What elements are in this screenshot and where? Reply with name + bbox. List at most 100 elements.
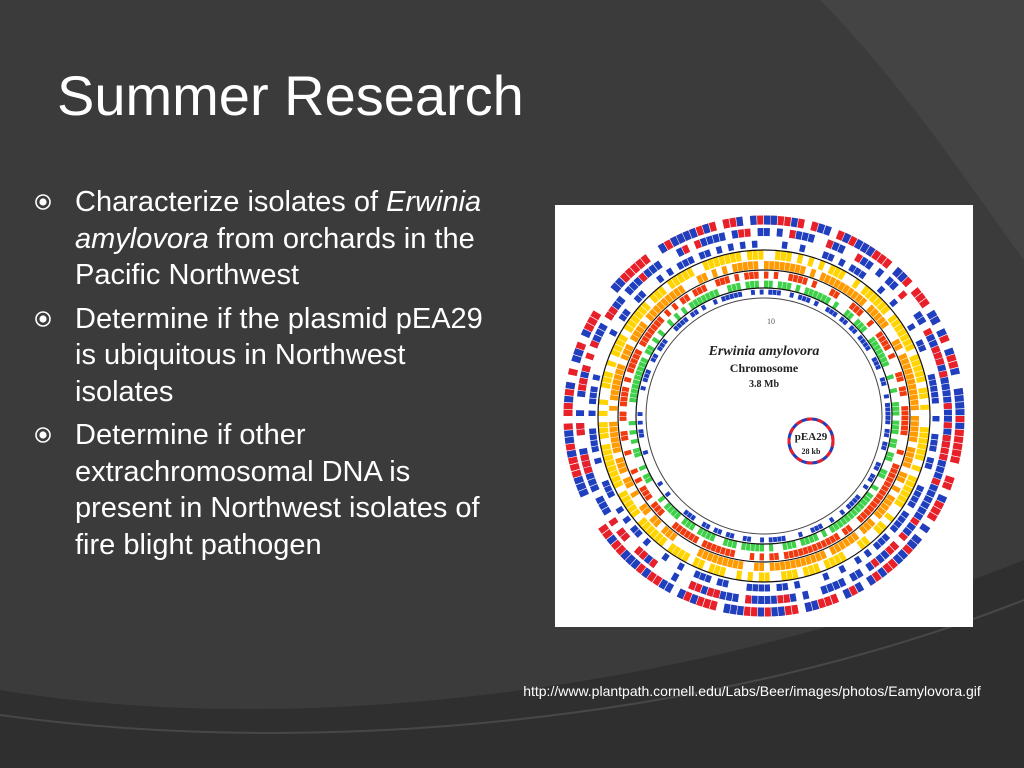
genome-ring-segment <box>791 569 799 579</box>
genome-ring-segment <box>846 287 855 297</box>
bullet-item: Determine if the plasmid pEA29 is ubiqui… <box>34 301 484 411</box>
genome-ring-segment <box>652 304 662 314</box>
genome-ring-segment <box>735 252 742 262</box>
genome-ring-segment <box>613 373 623 381</box>
genome-ring-segment <box>833 543 842 553</box>
genome-ring-segment <box>608 470 619 478</box>
genome-ring-segment <box>789 292 795 299</box>
genome-ring-segment <box>623 449 632 456</box>
genome-ring-segment <box>873 510 883 520</box>
genome-ring-segment <box>610 282 622 293</box>
genome-ring-segment <box>928 483 939 492</box>
genome-ring-segment <box>652 518 662 528</box>
genome-ring-segment <box>935 465 945 474</box>
genome-ring-segment <box>808 535 815 544</box>
genome-ring-segment <box>638 502 649 512</box>
genome-ring-segment <box>615 544 627 556</box>
genome-ring-segment <box>797 218 805 229</box>
genome-ring-segment <box>887 352 896 360</box>
genome-ring-segment <box>865 491 874 500</box>
genome-ring-segment <box>920 500 931 510</box>
genome-ring-segment <box>631 383 640 390</box>
genome-ring-segment <box>876 316 886 326</box>
genome-ring-segment <box>601 479 611 488</box>
genome-ring-segment <box>875 492 884 501</box>
genome-ring-segment <box>889 387 898 394</box>
genome-ring-segment <box>828 524 836 534</box>
genome-ring-segment <box>784 262 791 272</box>
genome-ring-segment <box>618 489 629 499</box>
genome-ring-segment <box>926 309 938 320</box>
genome-ring-segment <box>915 484 925 493</box>
genome-ring-segment <box>676 261 685 271</box>
genome-ring-segment <box>575 341 587 351</box>
genome-ring-segment <box>783 594 791 603</box>
genome-ring-segment <box>949 367 960 376</box>
genome-ring-segment <box>684 520 693 529</box>
genome-ring-segment <box>938 453 948 461</box>
genome-ring-segment <box>585 472 595 481</box>
genome-ring-segment <box>602 376 612 384</box>
genome-ring-segment <box>671 521 680 530</box>
genome-ring-segment <box>848 263 857 273</box>
genome-ring-segment <box>899 489 911 499</box>
genome-ring-segment <box>605 459 616 468</box>
genome-ring-segment <box>682 230 692 242</box>
genome-ring-segment <box>641 335 650 344</box>
genome-ring-segment <box>862 521 872 531</box>
genome-ring-segment <box>732 593 739 603</box>
genome-ring-segment <box>846 511 855 520</box>
genome-ring-segment <box>568 456 579 465</box>
genome-ring-segment <box>620 549 631 561</box>
genome-ring-segment <box>733 292 739 299</box>
genome-ring-segment <box>886 493 896 503</box>
genome-ring-segment <box>648 558 659 569</box>
genome-ring-segment <box>632 353 641 361</box>
genome-ring-segment <box>701 521 707 528</box>
genome-ring-segment <box>698 572 707 581</box>
genome-ring-segment <box>930 439 938 446</box>
genome-ring-segment <box>629 397 637 403</box>
genome-ring-segment <box>777 536 782 542</box>
genome-ring-segment <box>656 301 666 311</box>
genome-ring-segment <box>838 316 845 323</box>
genome-ring-segment <box>669 236 680 247</box>
genome-ring-segment <box>712 257 721 268</box>
genome-ring-segment <box>633 310 644 320</box>
genome-ring-segment <box>789 263 796 273</box>
genome-ring-segment <box>724 275 731 284</box>
genome-ring-segment <box>704 531 712 540</box>
genome-ring-segment <box>853 505 862 514</box>
genome-ring-segment <box>632 447 641 454</box>
genome-ring-segment <box>630 467 639 475</box>
genome-ring-segment <box>702 598 712 609</box>
genome-ring-segment <box>943 428 952 436</box>
genome-ring-segment <box>731 540 738 549</box>
genome-ring-segment <box>791 604 799 615</box>
genome-ring-segment <box>855 308 864 317</box>
genome-ring-segment <box>589 434 598 441</box>
genome-ring-segment <box>918 392 929 400</box>
genome-ring-segment <box>724 294 731 301</box>
genome-ring-segment <box>583 322 595 333</box>
genome-ring-segment <box>736 216 744 227</box>
genome-ring-segment <box>845 503 852 510</box>
genome-ring-segment <box>705 235 714 245</box>
genome-ring-segment <box>862 495 871 503</box>
genome-ring-segment <box>679 296 687 305</box>
genome-ring-segment <box>953 388 964 396</box>
genome-ring-segment <box>929 385 938 392</box>
genome-ring-segment <box>822 572 830 581</box>
genome-map-figure: 10 Erwinia amylovora Chromosome 3.8 Mb p… <box>555 205 973 627</box>
genome-ring-segment <box>601 443 611 451</box>
plasmid-size-label: 28 kb <box>802 447 821 456</box>
genome-ring-segment <box>644 348 653 356</box>
genome-ring-segment <box>864 289 875 300</box>
genome-ring-segment <box>854 568 864 579</box>
genome-ring-segment <box>954 394 964 402</box>
genome-ring-segment <box>603 370 614 379</box>
genome-ring-segment <box>780 570 788 581</box>
genome-ring-segment <box>940 376 950 385</box>
genome-ring-segment <box>648 308 658 318</box>
genome-ring-segment <box>663 239 674 251</box>
